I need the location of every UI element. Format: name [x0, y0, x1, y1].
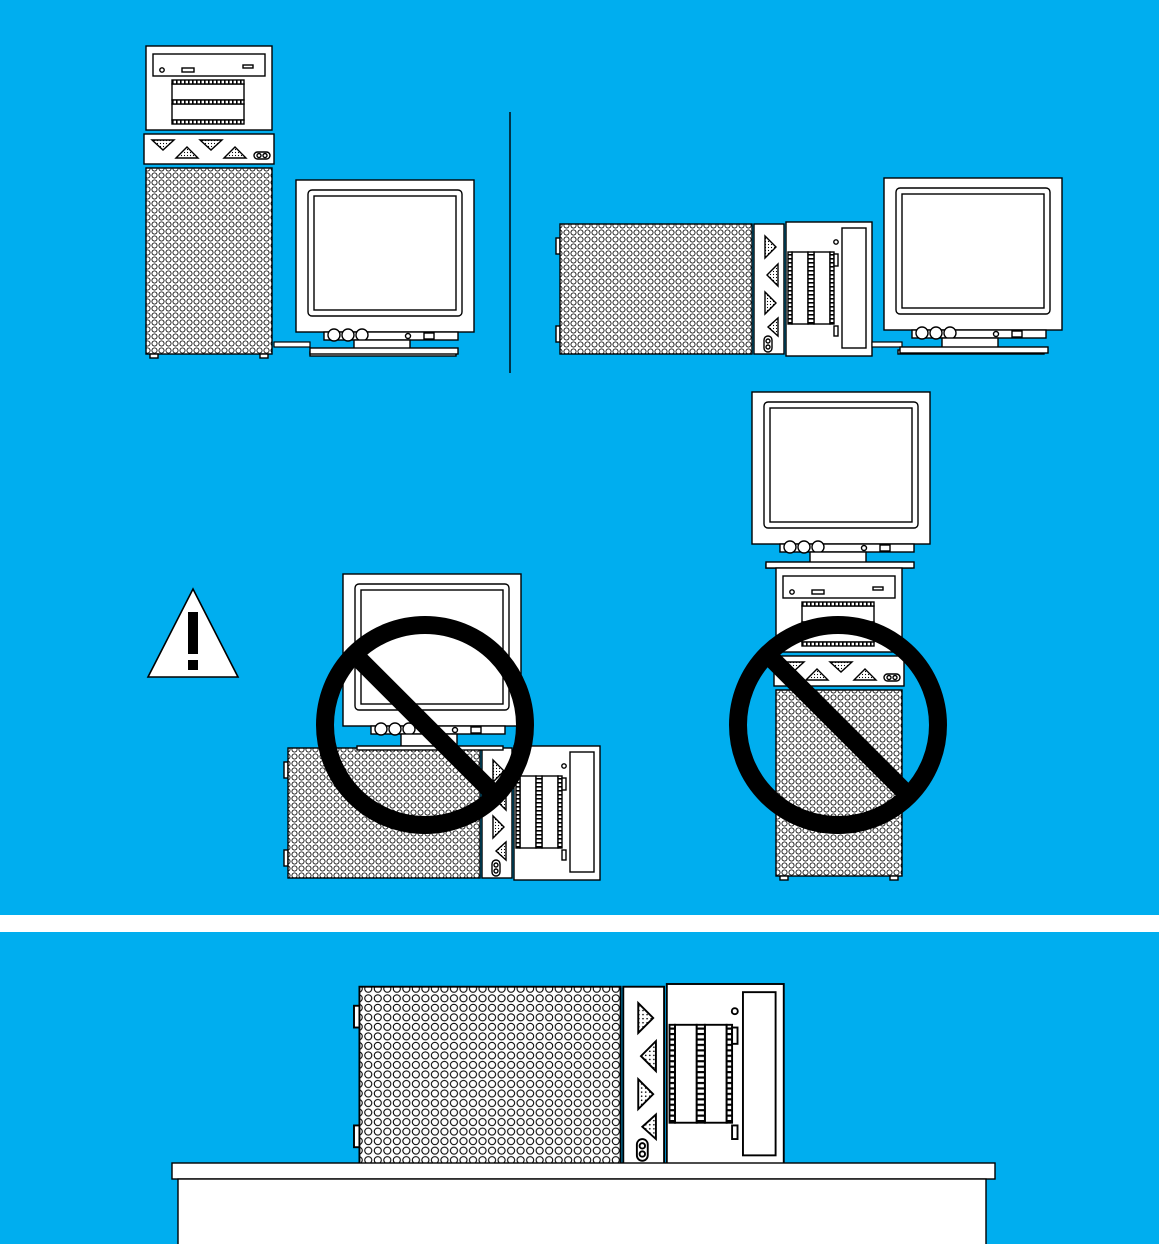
monitor-icon	[752, 392, 930, 568]
desktop-computer-icon	[556, 222, 872, 356]
table-icon	[172, 1163, 995, 1244]
monitor-icon	[296, 180, 474, 356]
top-panel	[0, 0, 1159, 915]
bottom-panel	[0, 932, 1159, 1244]
monitor-icon	[884, 178, 1062, 354]
tower-computer-icon	[144, 46, 274, 358]
desktop-computer-icon	[354, 984, 784, 1166]
